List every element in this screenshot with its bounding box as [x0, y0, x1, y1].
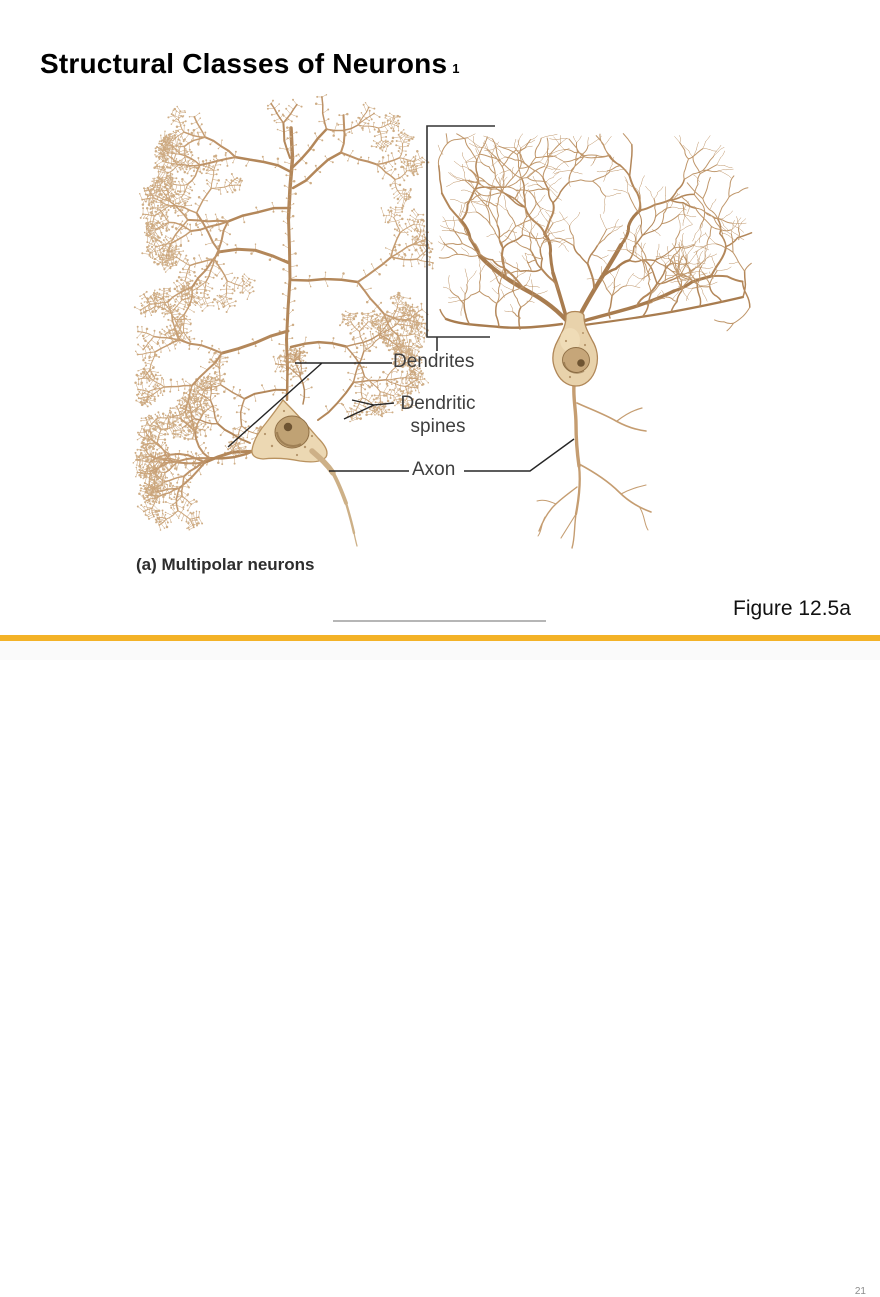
- title-number: 1: [452, 61, 460, 76]
- right-neuron-axon: [536, 383, 652, 549]
- figure-reference: Figure 12.5a: [733, 597, 851, 620]
- dendritic-spines-label-line2: spines: [410, 416, 466, 437]
- axon-leader-line: [329, 438, 575, 472]
- right-neuron-nucleolus: [577, 359, 585, 367]
- left-neuron-soma: [251, 398, 328, 463]
- left-neuron-nucleolus: [283, 422, 293, 432]
- slide: Structural Classes of Neurons 1: [0, 48, 880, 1297]
- accent-bar: [0, 635, 880, 641]
- left-neuron-axon: [309, 448, 358, 547]
- dendrites-leader-line: [227, 362, 392, 448]
- right-neuron-dendrites: [437, 133, 753, 332]
- axon-label: Axon: [412, 459, 456, 480]
- right-neuron-soma: [552, 310, 599, 387]
- page-number: 21: [854, 1286, 866, 1297]
- dendrites-label: Dendrites: [393, 351, 475, 372]
- dendrites-bracket: [426, 125, 495, 351]
- neuron-diagram: [132, 94, 753, 622]
- page-title-text: Structural Classes of Neurons: [40, 48, 448, 79]
- figure-caption: (a) Multipolar neurons: [136, 555, 315, 574]
- left-neuron-nucleus: [274, 415, 310, 449]
- dendritic-spines-leader-line: [343, 399, 395, 420]
- footer-strip: 21: [0, 641, 880, 1297]
- dendritic-spines-label: Dendritic spines: [382, 392, 494, 438]
- page-title: Structural Classes of Neurons 1: [40, 48, 460, 80]
- left-neuron-dendrites: [132, 94, 434, 531]
- dendritic-spines-label-line1: Dendritic: [400, 393, 476, 414]
